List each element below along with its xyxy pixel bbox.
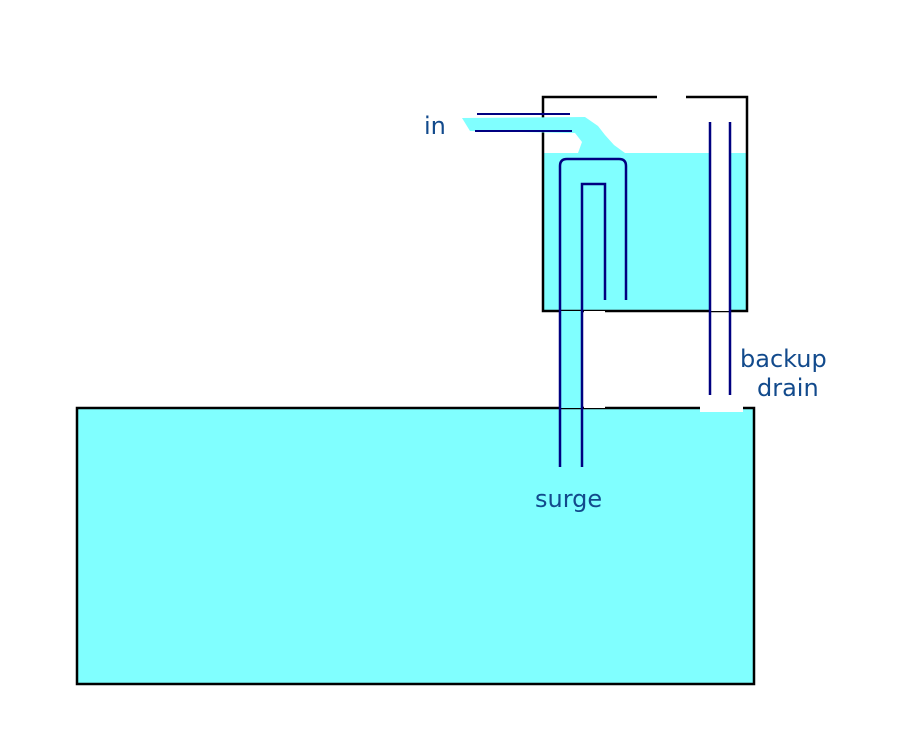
- backup-drain-label-line1: backup: [740, 345, 827, 373]
- surge-label: surge: [535, 485, 602, 513]
- surge-pipe: [558, 157, 628, 467]
- inlet-label: in: [424, 112, 446, 140]
- backup-drain-pipe: [708, 122, 732, 395]
- backup-drain-label-line2: drain: [757, 374, 819, 402]
- main-tank: [75, 406, 756, 686]
- inlet-pipe: [462, 113, 625, 153]
